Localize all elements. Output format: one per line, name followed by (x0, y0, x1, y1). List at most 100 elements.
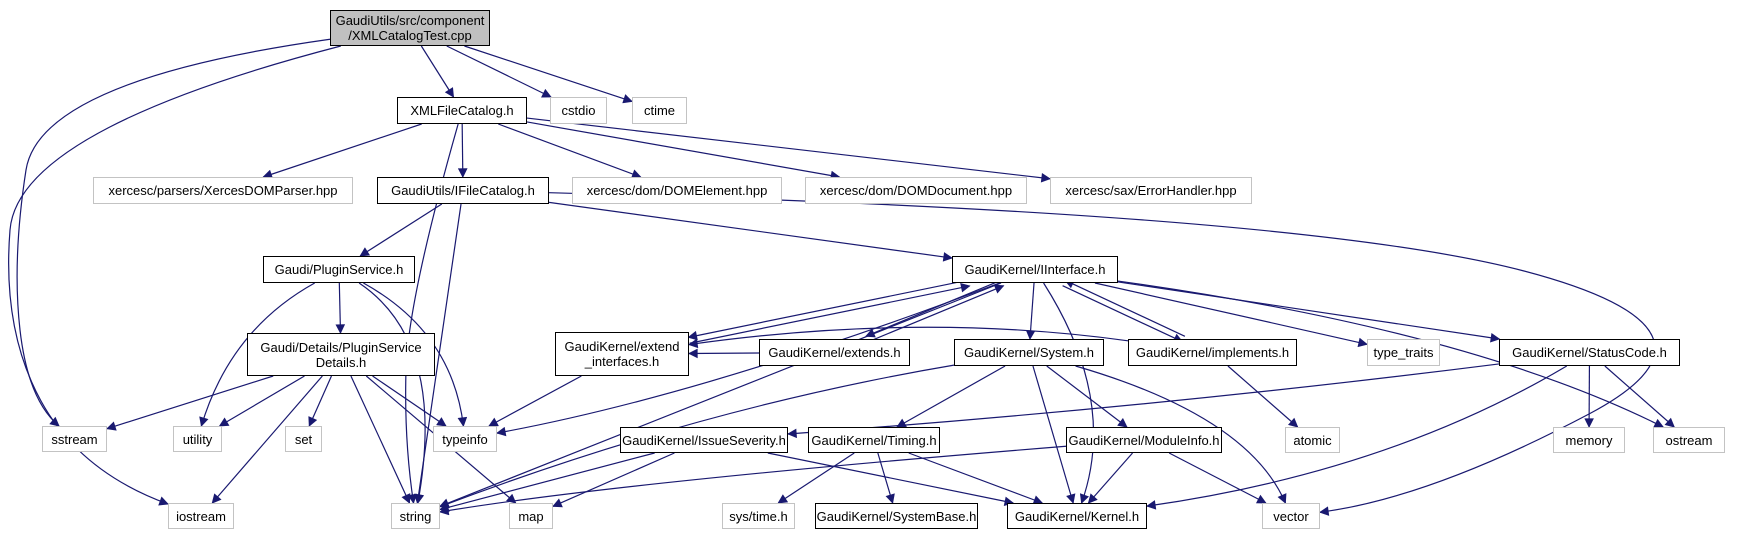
graph-node-iinterface[interactable]: GaudiKernel/IInterface.h (952, 256, 1118, 283)
node-label: memory (1565, 432, 1613, 448)
include-edge-timing--systime (777, 452, 855, 504)
node-label: GaudiUtils/src/component (335, 13, 485, 28)
graph-node-ostream: ostream (1653, 427, 1725, 453)
include-edge-implements--iinterface (1064, 279, 1186, 337)
include-edge-timing--systembase (877, 452, 895, 504)
node-label: atomic (1293, 432, 1332, 448)
include-edge-iinterface--typeinfo (496, 282, 1000, 437)
include-edge-system--moduleinfo (1046, 365, 1128, 428)
graph-node-systembase[interactable]: GaudiKernel/SystemBase.h (815, 503, 978, 529)
node-label: GaudiKernel/Timing.h (811, 432, 937, 448)
graph-node-xmlfilecatalog[interactable]: XMLFileCatalog.h (397, 97, 527, 124)
graph-node-ifilecatalog[interactable]: GaudiUtils/IFileCatalog.h (377, 177, 549, 204)
include-edge-psdetails--set (308, 375, 333, 427)
include-edge-iinterface--implements (1062, 285, 1184, 343)
include-edge-iinterface--extendinterfaces (687, 279, 969, 341)
include-edge-pluginservice--utility (199, 282, 315, 427)
node-label: GaudiKernel/ModuleInfo.h (1068, 432, 1220, 448)
node-label: GaudiKernel/IInterface.h (964, 262, 1106, 277)
node-label: XMLFileCatalog.h (410, 103, 514, 118)
include-edge-extendinterfaces--typeinfo (488, 375, 582, 427)
include-edge-implements--atomic (1227, 365, 1299, 428)
node-label: _interfaces.h (584, 354, 660, 369)
node-label: GaudiKernel/StatusCode.h (1512, 345, 1667, 360)
graph-node-sstream: sstream (42, 426, 107, 452)
graph-node-iostream: iostream (168, 503, 234, 529)
node-label: typeinfo (442, 431, 488, 447)
graph-node-extends[interactable]: GaudiKernel/extends.h (759, 339, 910, 366)
include-edge-xmlfilecatalog--domelement (498, 123, 642, 179)
include-edge-iinterface--kernel (1043, 282, 1095, 504)
include-edge-psdetails--sstream (106, 375, 274, 431)
node-label: GaudiKernel/Kernel.h (1014, 508, 1140, 524)
include-edge-moduleinfo--string (439, 445, 1067, 516)
graph-node-systime: sys/time.h (722, 503, 795, 529)
include-edge-extendinterfaces--iinterface (689, 282, 971, 344)
node-label: map (518, 508, 544, 524)
graph-node-domdocument: xercesc/dom/DOMDocument.hpp (805, 177, 1027, 204)
graph-node-memory: memory (1553, 427, 1625, 453)
include-edge-statuscode--kernel (1146, 365, 1568, 510)
node-label: string (399, 508, 432, 524)
graph-node-set: set (285, 426, 322, 452)
graph-node-statuscode[interactable]: GaudiKernel/StatusCode.h (1499, 339, 1680, 366)
include-edge-ifilecatalog--vector (548, 192, 1656, 516)
include-edge-moduleinfo--kernel (1087, 452, 1133, 504)
include-edge-xmlcatalogtest--xmlfilecatalog (420, 45, 455, 98)
include-edge-pluginservice--psdetails (335, 282, 346, 334)
node-label: GaudiUtils/IFileCatalog.h (391, 183, 535, 198)
graph-node-string: string (391, 503, 440, 529)
graph-node-timing[interactable]: GaudiKernel/Timing.h (808, 427, 940, 453)
graph-node-typetraits: type_traits (1367, 339, 1440, 366)
graph-node-typeinfo: typeinfo (433, 426, 497, 452)
node-label: iostream (176, 508, 226, 524)
include-edge-iinterface--extends (865, 279, 1002, 338)
node-label: Gaudi/PluginService.h (274, 262, 404, 277)
graph-node-moduleinfo[interactable]: GaudiKernel/ModuleInfo.h (1066, 427, 1222, 453)
graph-node-ctime: ctime (632, 97, 687, 124)
include-edge-implements--extendinterfaces (688, 326, 1129, 349)
graph-node-system[interactable]: GaudiKernel/System.h (954, 339, 1104, 366)
node-label: type_traits (1373, 345, 1434, 360)
node-label: GaudiKernel/implements.h (1135, 345, 1290, 360)
graph-node-errorhandler: xercesc/sax/ErrorHandler.hpp (1050, 177, 1252, 204)
include-edge-system--timing (896, 365, 1006, 428)
graph-node-implements[interactable]: GaudiKernel/implements.h (1128, 339, 1297, 366)
include-edge-statuscode--issueseverity (787, 363, 1500, 439)
include-edge-moduleinfo--vector (1168, 452, 1267, 504)
node-label: GaudiKernel/extend (564, 339, 680, 354)
node-label: GaudiKernel/SystemBase.h (816, 508, 977, 524)
graph-node-vector: vector (1262, 503, 1320, 529)
include-edge-timing--kernel (908, 452, 1044, 505)
node-label: ctime (643, 103, 676, 118)
graph-node-kernel[interactable]: GaudiKernel/Kernel.h (1007, 503, 1147, 529)
node-label: vector (1273, 508, 1309, 524)
graph-node-issueseverity[interactable]: GaudiKernel/IssueSeverity.h (620, 427, 788, 453)
include-edge-psdetails--typeinfo (372, 375, 447, 427)
include-edge-issueseverity--kernel (767, 452, 1015, 506)
include-edge-xmlfilecatalog--ifilecatalog (457, 123, 468, 178)
include-edge-xmlcatalogtest--iostream (8, 45, 341, 506)
graph-node-extendinterfaces[interactable]: GaudiKernel/extend_interfaces.h (555, 332, 689, 376)
include-edge-xmlfilecatalog--domdocument (526, 121, 841, 181)
include-edge-system--kernel (1032, 365, 1076, 504)
graph-node-cstdio: cstdio (550, 97, 607, 124)
include-edge-xmlcatalogtest--cstdio (446, 45, 552, 98)
node-label: ostream (1665, 432, 1713, 448)
node-label: GaudiKernel/extends.h (768, 345, 901, 360)
include-edge-issueseverity--string (439, 452, 655, 512)
node-label: GaudiKernel/IssueSeverity.h (622, 432, 786, 448)
graph-node-pluginservice[interactable]: Gaudi/PluginService.h (263, 256, 415, 283)
include-edge-xmlcatalogtest--ctime (464, 45, 633, 104)
graph-node-utility: utility (173, 426, 222, 452)
node-label: cstdio (561, 103, 596, 118)
include-edge-statuscode--ostream (1604, 365, 1675, 428)
include-edge-system--string (439, 364, 955, 509)
graph-node-domelement: xercesc/dom/DOMElement.hpp (572, 177, 782, 204)
node-label: sys/time.h (729, 508, 788, 524)
node-label: Details.h (315, 354, 367, 370)
include-edge-system--vector (1075, 365, 1287, 504)
